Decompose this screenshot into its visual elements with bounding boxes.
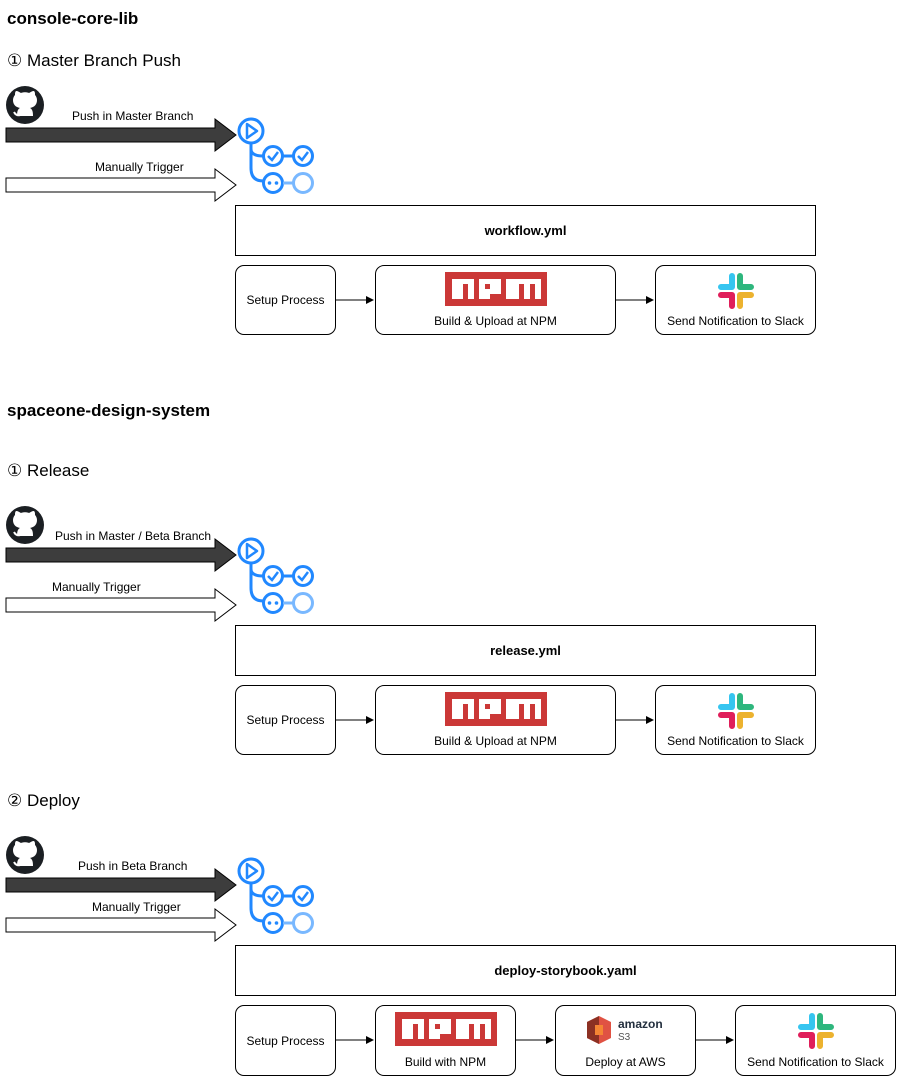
manual-trigger-arrow: [5, 907, 237, 943]
workflow-file-box: deploy-storybook.yaml: [235, 945, 896, 996]
step-setup-process: Setup Process: [235, 265, 336, 335]
github-icon: [6, 836, 44, 874]
section-title-spaceone-design-system: spaceone-design-system: [7, 401, 211, 420]
slack-icon: [796, 1011, 836, 1054]
github-actions-icon: [237, 537, 314, 614]
edge-label-manual: Manually Trigger: [95, 160, 184, 174]
npm-icon: [395, 1012, 497, 1049]
edge-label-manual: Manually Trigger: [52, 580, 141, 594]
push-trigger-arrow: [5, 117, 237, 153]
step-label: Send Notification to Slack: [667, 734, 804, 748]
manual-trigger-arrow: [5, 587, 237, 623]
step-slack-notification: Send Notification to Slack: [735, 1005, 896, 1076]
flow-title-master-branch-push: ① Master Branch Push: [7, 51, 181, 70]
flow-title-release: ① Release: [7, 461, 90, 480]
step-slack-notification: Send Notification to Slack: [655, 685, 816, 755]
github-actions-icon: [237, 117, 314, 194]
workflow-file-name: deploy-storybook.yaml: [494, 963, 637, 978]
manual-trigger-arrow: [5, 167, 237, 203]
push-trigger-arrow: [5, 867, 237, 903]
aws-s3-icon: [586, 1015, 612, 1048]
workflow-file-box: workflow.yml: [235, 205, 816, 256]
github-icon: [6, 86, 44, 124]
step-slack-notification: Send Notification to Slack: [655, 265, 816, 335]
edge-label-manual: Manually Trigger: [92, 900, 181, 914]
flow-title-deploy: ② Deploy: [7, 791, 80, 810]
step-build-npm: Build with NPM: [375, 1005, 516, 1076]
workflow-file-name: workflow.yml: [484, 223, 567, 238]
slack-icon: [716, 691, 756, 734]
step-label: Build & Upload at NPM: [434, 314, 557, 328]
step-setup-process: Setup Process: [235, 685, 336, 755]
aws-logo-text: amazon: [618, 1017, 663, 1031]
slack-icon: [716, 271, 756, 314]
step-label: Setup Process: [246, 713, 325, 727]
push-trigger-arrow: [5, 537, 237, 573]
npm-icon: [445, 272, 547, 309]
step-label: Build & Upload at NPM: [434, 734, 557, 748]
step-label: Deploy at AWS: [585, 1055, 666, 1069]
section-title-console-core-lib: console-core-lib: [7, 9, 139, 28]
step-label: Send Notification to Slack: [747, 1055, 884, 1069]
step-build-upload-npm: Build & Upload at NPM: [375, 265, 616, 335]
step-label: Send Notification to Slack: [667, 314, 804, 328]
github-actions-icon: [237, 857, 314, 934]
edge-label-push: Push in Beta Branch: [78, 859, 188, 873]
step-label: Build with NPM: [404, 1055, 487, 1069]
workflow-file-box: release.yml: [235, 625, 816, 676]
step-deploy-aws: amazon S3 Deploy at AWS: [555, 1005, 696, 1076]
step-build-upload-npm: Build & Upload at NPM: [375, 685, 616, 755]
edge-label-push: Push in Master Branch: [72, 109, 194, 123]
step-setup-process: Setup Process: [235, 1005, 336, 1076]
step-label: Setup Process: [246, 1033, 325, 1048]
workflow-file-name: release.yml: [490, 643, 561, 658]
npm-icon: [445, 692, 547, 729]
step-label: Setup Process: [246, 293, 325, 307]
aws-logo-subtext: S3: [618, 1032, 631, 1043]
edge-label-push: Push in Master / Beta Branch: [55, 529, 212, 543]
github-icon: [6, 506, 44, 544]
